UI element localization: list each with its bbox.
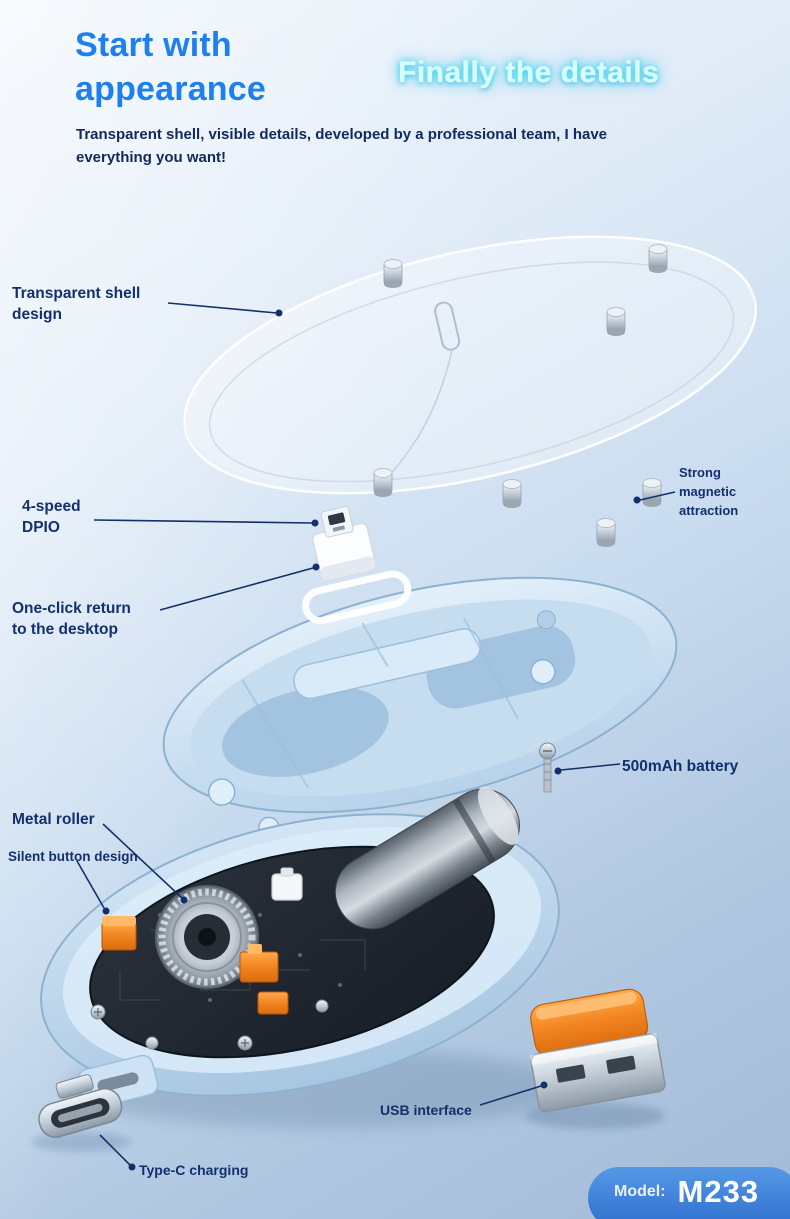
silent-switches: [101, 916, 289, 1015]
model-badge-label: Model:: [614, 1183, 666, 1200]
callout-type-c-charging: Type-C charging: [139, 1162, 249, 1178]
page-title: Start with appearance: [75, 26, 266, 108]
callout-dpi-speed: 4-speed DPIO: [22, 498, 81, 536]
callout-one-click-desktop: One-click return to the desktop: [12, 600, 131, 638]
dpi-button: [302, 506, 412, 625]
callout-battery: 500mAh battery: [622, 758, 739, 775]
callout-lines: [76, 302, 676, 1171]
callout-metal-roller: Metal roller: [12, 811, 95, 828]
click-switch: [271, 867, 303, 901]
model-badge: Model: M233: [588, 1167, 790, 1219]
page-description: Transparent shell, visible details, deve…: [76, 126, 608, 166]
battery: [334, 786, 520, 930]
model-badge-value: M233: [677, 1174, 760, 1209]
bottom-assembly: [38, 742, 560, 1138]
scroll-wheel: [155, 885, 259, 989]
usb-dongle: [529, 988, 666, 1113]
floating-screw: [539, 742, 556, 793]
type-c-connector: [38, 1074, 123, 1138]
callout-usb-interface: USB interface: [380, 1102, 472, 1118]
page-subtitle: Finally the details: [398, 56, 660, 89]
transparent-shell: [182, 231, 757, 495]
wheel-slot-outline: [434, 301, 461, 351]
callout-silent-button: Silent button design: [8, 849, 138, 864]
callout-magnetic: Strong magnetic attraction: [679, 465, 739, 518]
middle-frame: [162, 576, 678, 839]
callout-transparent-shell: Transparent shell design: [12, 285, 141, 323]
